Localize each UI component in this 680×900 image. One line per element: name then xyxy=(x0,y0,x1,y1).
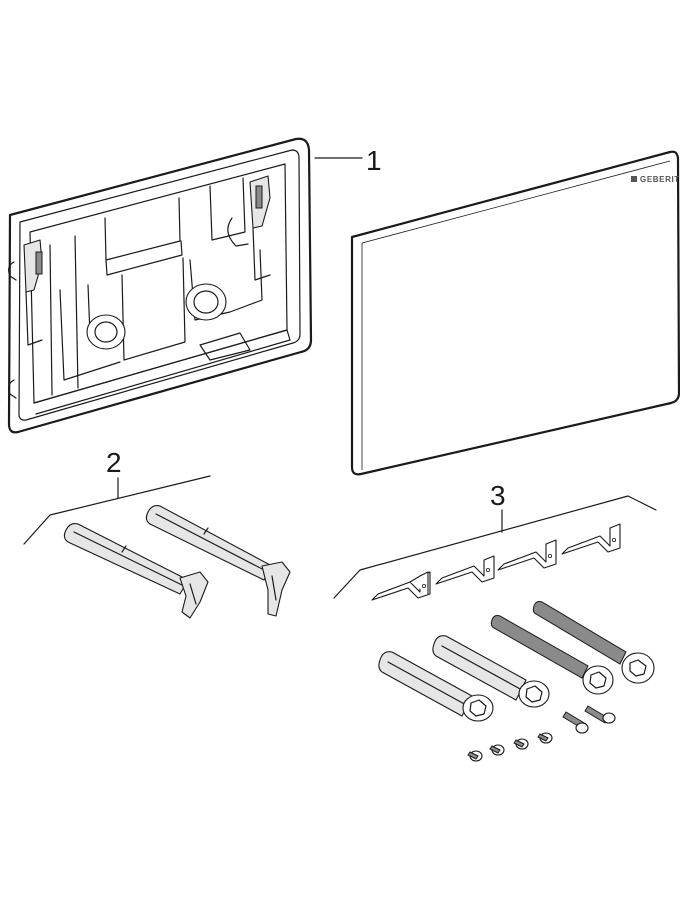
extension-sleeve-1 xyxy=(378,651,494,722)
callout-1: 1 xyxy=(314,145,382,176)
callout-3: 3 xyxy=(333,480,657,599)
angle-bracket-4 xyxy=(561,523,621,555)
small-screw-6 xyxy=(467,750,483,762)
callout-2: 2 xyxy=(23,447,211,545)
callout-1-label: 1 xyxy=(366,145,382,176)
brand-logo: GEBERIT xyxy=(631,175,680,184)
angle-bracket-1 xyxy=(371,571,431,601)
small-screw-1 xyxy=(562,711,589,734)
callout-2-label: 2 xyxy=(106,447,122,478)
angle-bracket-2 xyxy=(435,555,495,585)
small-screw-3 xyxy=(537,732,553,744)
angle-bracket-3 xyxy=(497,539,557,571)
extension-sleeve-2 xyxy=(432,635,550,708)
spacer-pin-left xyxy=(63,523,209,619)
brand-logo-text: GEBERIT xyxy=(640,175,680,184)
small-screw-4 xyxy=(513,738,529,750)
small-screw-5 xyxy=(489,744,505,756)
small-screw-2 xyxy=(584,705,616,724)
threaded-bolt-2 xyxy=(532,601,655,684)
callout-3-label: 3 xyxy=(490,480,506,511)
threaded-bolt-1 xyxy=(490,615,614,695)
cover-plate: GEBERIT xyxy=(350,150,680,476)
spacer-pin-right xyxy=(145,505,291,617)
mounting-frame xyxy=(7,137,313,434)
